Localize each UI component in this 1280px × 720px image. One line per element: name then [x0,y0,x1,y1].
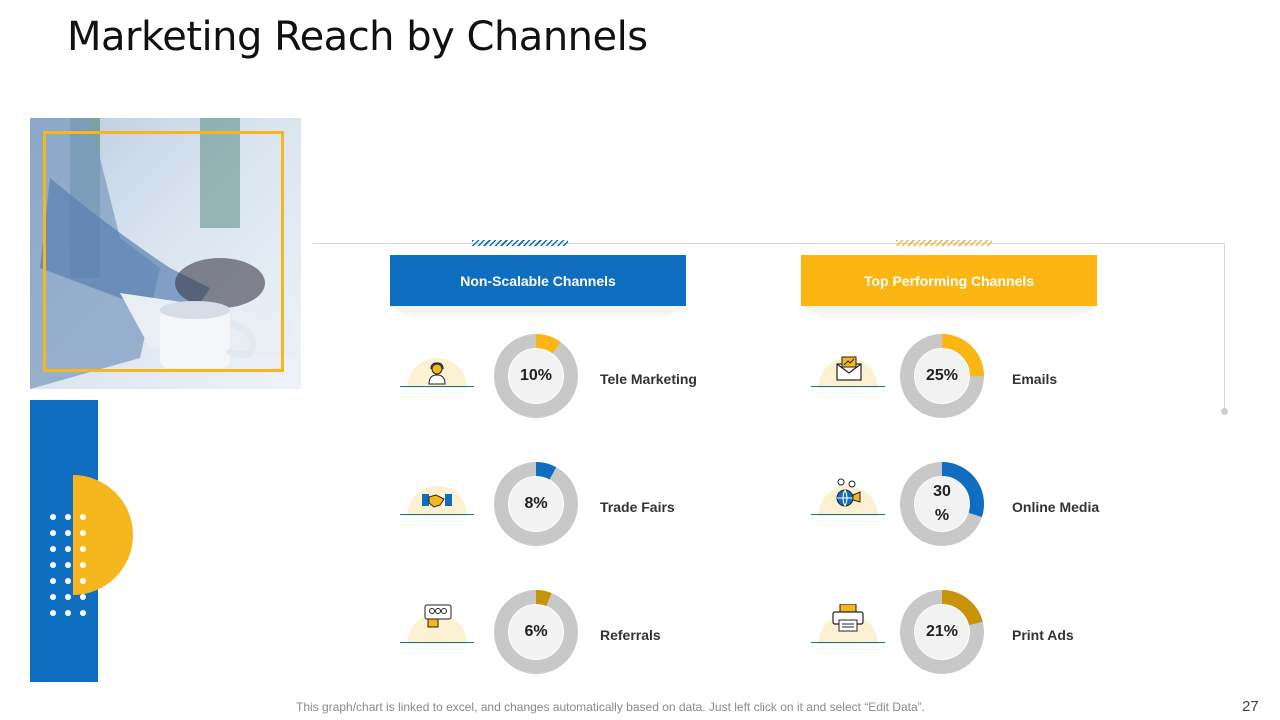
decorative-dot-grid [50,514,90,618]
globe-media-icon-wrap [811,478,885,526]
donut-segment [494,590,578,674]
telemarketer-icon [428,362,446,385]
connector-line-vertical [1224,243,1225,411]
donut-segment [494,334,578,418]
donut-referrals [494,590,578,674]
footer-note: This graph/chart is linked to excel, and… [296,700,925,714]
donut-value-label: 30 % [933,483,951,524]
telemarketer-icon-wrap [400,358,474,398]
donut-value-label: 8% [524,495,548,512]
photo-frame [43,131,284,372]
donut-print-ads [900,590,984,674]
donut-center [915,605,969,659]
hatch-accent-yellow [896,240,992,246]
printer-icon-wrap [811,604,885,654]
connector-line [313,243,1225,244]
hatch-accent-blue [472,240,568,246]
channel-label: Emails [1012,371,1058,387]
email-icon [836,356,862,381]
channel-label: Online Media [1012,499,1100,515]
referral-group-icon-wrap [400,604,474,654]
printer-icon [832,604,864,632]
handshake-icon-wrap [400,486,474,526]
header-shadow [801,306,1097,322]
email-icon-wrap [811,356,885,398]
donut-center [509,349,563,403]
donut-tele-marketing [494,334,578,418]
page-number: 27 [1242,698,1259,715]
donut-center [509,477,563,531]
referral-group-icon [424,604,452,628]
channel-label: Tele Marketing [600,371,697,387]
donut-value-label: 21% [925,623,959,640]
donut-value-label: 6% [524,623,548,640]
channel-label: Print Ads [1012,627,1074,643]
channel-label: Referrals [600,627,661,643]
donut-segment [900,462,984,546]
group-header-top-performing: Top Performing Channels [801,255,1097,306]
typing-photo [30,118,301,389]
header-shadow [390,306,686,322]
donut-segment [900,334,984,418]
donut-emails [900,334,984,418]
handshake-icon [422,494,452,508]
donut-segment [900,590,984,674]
donut-value-label: 25% [925,367,959,384]
donut-trade-fairs [494,462,578,546]
donut-center [509,605,563,659]
donut-segment [494,462,578,546]
donut-center [915,477,969,531]
donut-center [915,349,969,403]
globe-media-icon [836,478,861,507]
group-header-non-scalable: Non-Scalable Channels [390,255,686,306]
donut-online-media [900,462,984,546]
connector-end-dot [1221,408,1228,415]
channel-label: Trade Fairs [600,499,675,515]
page-title: Marketing Reach by Channels [67,14,648,60]
donut-value-label: 10% [519,367,553,384]
